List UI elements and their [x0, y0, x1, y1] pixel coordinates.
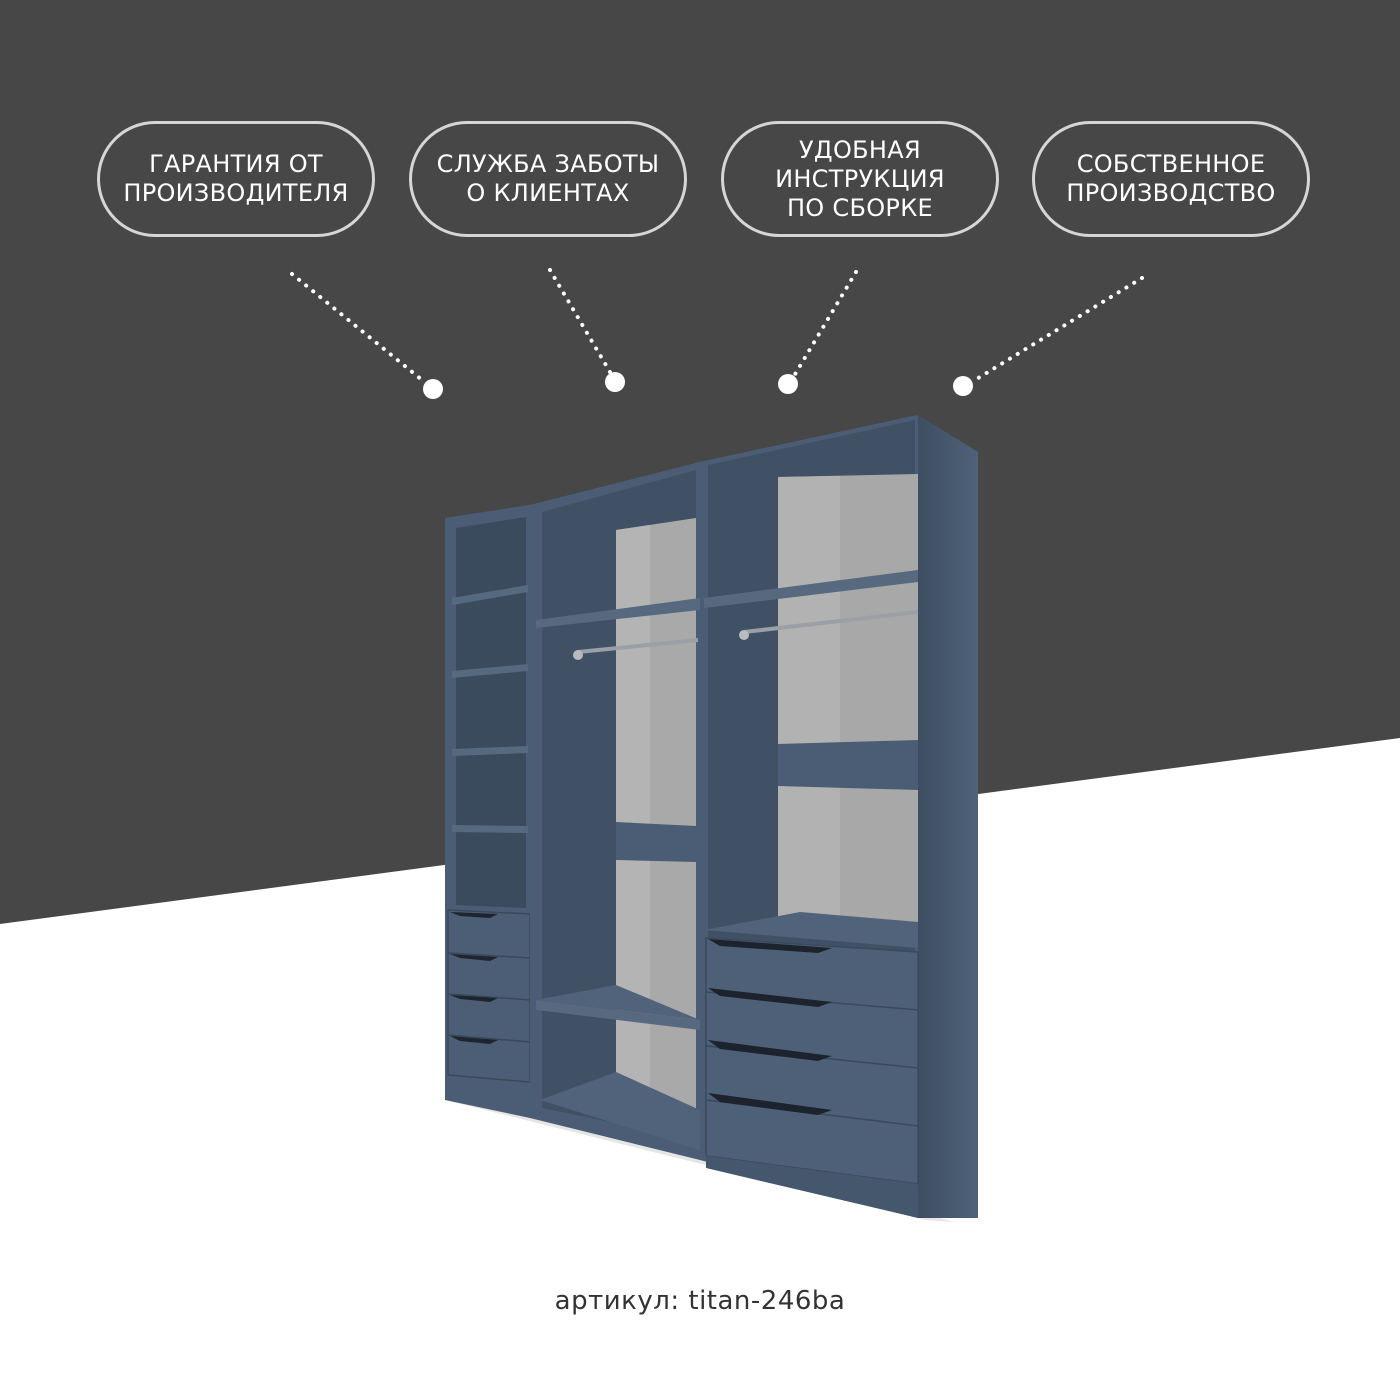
feature-pill-assembly-instructions: УДОБНАЯ ИНСТРУКЦИЯ ПО СБОРКЕ — [721, 121, 999, 237]
connector-dot-1 — [605, 372, 625, 392]
connector-dot-0 — [423, 379, 443, 399]
feature-pill-customer-care: СЛУЖБА ЗАБОТЫ О КЛИЕНТАХ — [409, 121, 687, 237]
product-sku-label: артикул: titan-246ba — [554, 1286, 846, 1316]
connector-line-0 — [290, 272, 424, 382]
connector-dot-3 — [953, 376, 973, 396]
feature-pill-own-production: СОБСТВЕННОЕ ПРОИЗВОДСТВО — [1032, 121, 1310, 237]
wardrobe-side-panel — [918, 415, 978, 1218]
feature-label: ГАРАНТИЯ ОТ ПРОИЗВОДИТЕЛЯ — [123, 150, 349, 207]
feature-label: УДОБНАЯ ИНСТРУКЦИЯ ПО СБОРКЕ — [775, 135, 945, 222]
connector-line-2 — [792, 270, 858, 378]
feature-pill-warranty: ГАРАНТИЯ ОТ ПРОИЗВОДИТЕЛЯ — [97, 121, 375, 237]
connector-line-3 — [973, 276, 1144, 382]
feature-label: СЛУЖБА ЗАБОТЫ О КЛИЕНТАХ — [436, 150, 660, 207]
feature-label: СОБСТВЕННОЕ ПРОИЗВОДСТВО — [1066, 150, 1276, 207]
connector-dot-2 — [778, 374, 798, 394]
connector-line-1 — [548, 268, 612, 374]
